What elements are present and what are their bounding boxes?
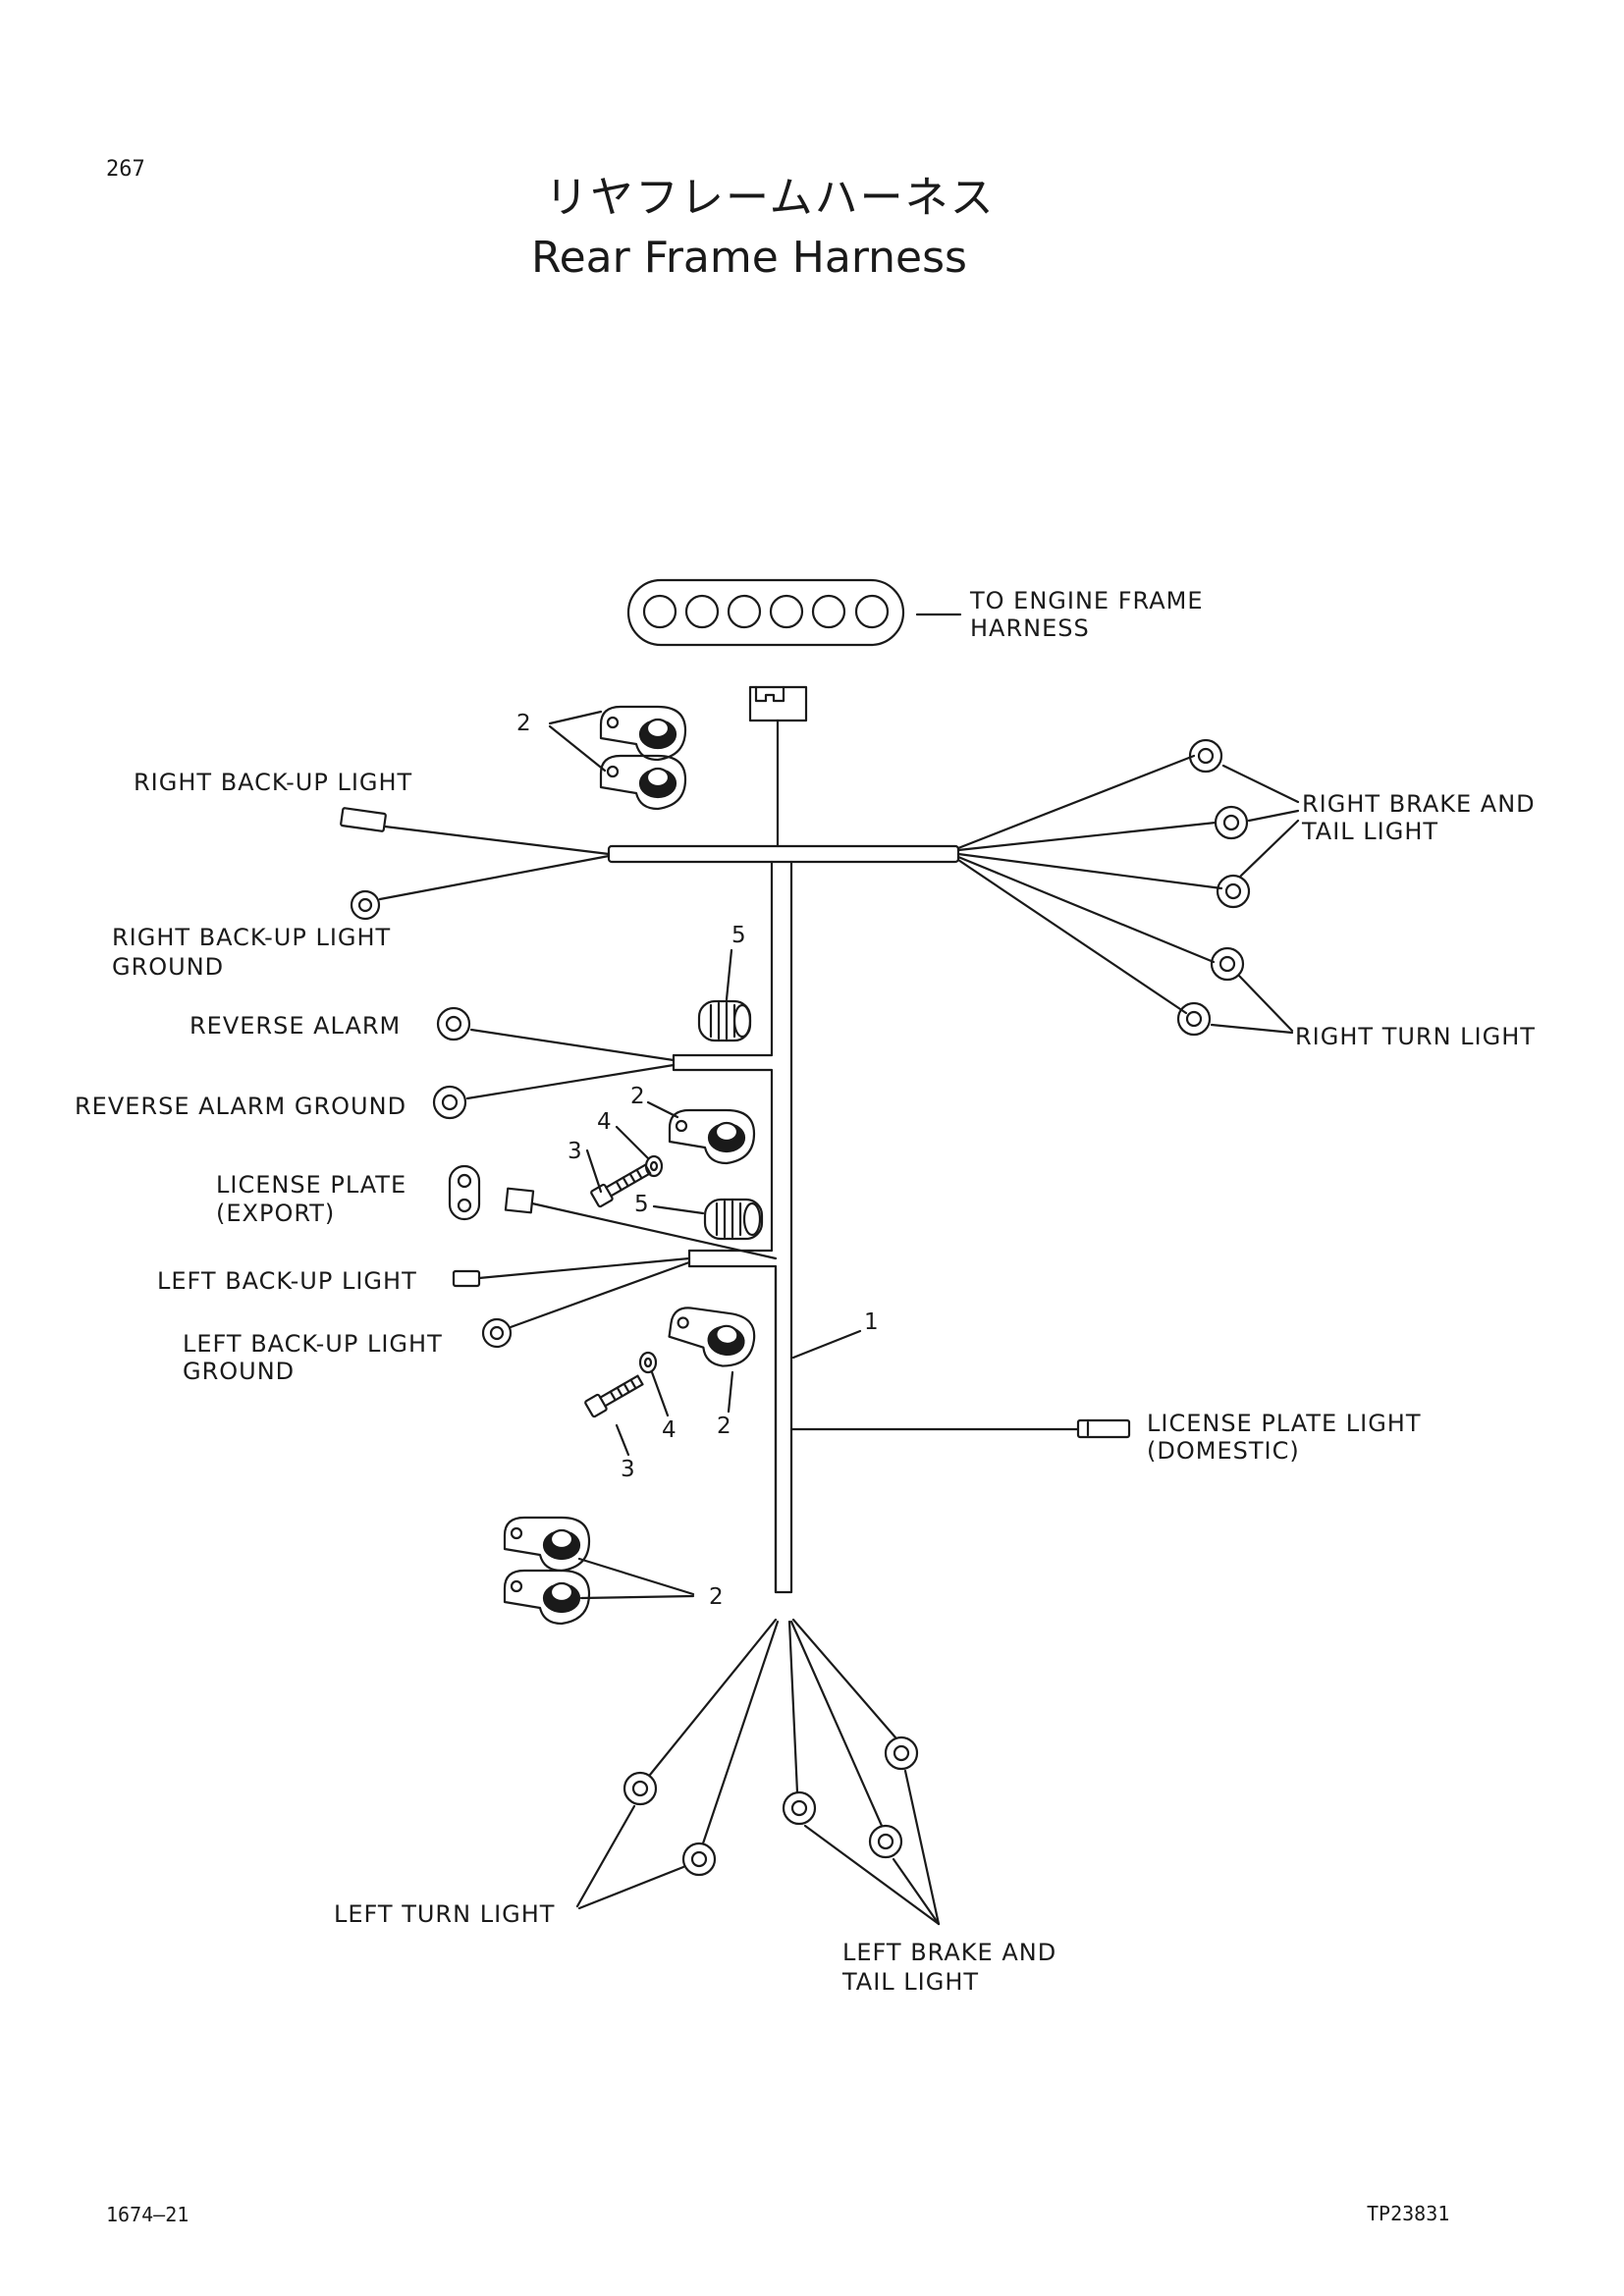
label-left-backup-ground-1: LEFT BACK-UP LIGHT [183, 1330, 443, 1358]
title-english: Rear Frame Harness [531, 233, 967, 283]
footer-left-code: 1674–21 [106, 2203, 189, 2226]
footer-right-code: TP23831 [1367, 2202, 1450, 2225]
callout-item-4-lower: 4 [662, 1417, 677, 1443]
label-license-plate-export-2: (EXPORT) [216, 1200, 336, 1227]
grommet-parts [654, 950, 762, 1239]
reverse-alarm-terminals [434, 1008, 674, 1118]
label-right-backup-light: RIGHT BACK-UP LIGHT [134, 769, 413, 796]
right-backup-ground-terminal [352, 856, 609, 919]
right-light-wires [958, 740, 1298, 1035]
label-right-brake-2: TAIL LIGHT [1302, 818, 1439, 845]
callout-item-1: 1 [864, 1309, 879, 1335]
label-left-turn-light: LEFT TURN LIGHT [334, 1900, 556, 1928]
callout-item-2-bottom: 2 [709, 1584, 724, 1610]
junction-connector [750, 687, 806, 846]
label-left-backup-light: LEFT BACK-UP LIGHT [157, 1267, 417, 1295]
title-japanese: リヤフレームハーネス [545, 173, 996, 223]
label-license-plate-light-1: LICENSE PLATE LIGHT [1147, 1410, 1422, 1437]
callout-item-2-top: 2 [516, 711, 531, 736]
license-plate-export-connector [450, 1166, 776, 1258]
clamp-parts [505, 707, 757, 1624]
callout-item-3-lower: 3 [621, 1457, 635, 1482]
callout-item-3-upper: 3 [568, 1139, 582, 1164]
label-right-backup-ground-2: GROUND [112, 953, 225, 981]
left-light-wires [577, 1620, 939, 1924]
callout-item-5-lower: 5 [634, 1192, 649, 1217]
right-backup-light-connector [341, 808, 609, 854]
label-left-brake-1: LEFT BRAKE AND [842, 1939, 1057, 1966]
label-to-engine-frame-2: HARNESS [970, 614, 1090, 642]
label-reverse-alarm-ground: REVERSE ALARM GROUND [75, 1093, 407, 1120]
label-right-turn-light: RIGHT TURN LIGHT [1295, 1023, 1536, 1050]
label-to-engine-frame-1: TO ENGINE FRAME [970, 587, 1204, 614]
left-backup-light-connector [454, 1258, 689, 1347]
callout-item-4-upper: 4 [597, 1109, 612, 1135]
label-reverse-alarm: REVERSE ALARM [189, 1012, 402, 1040]
callout-item-5-upper: 5 [731, 923, 746, 948]
label-left-brake-2: TAIL LIGHT [842, 1968, 980, 1996]
engine-frame-connector [628, 580, 960, 645]
bolt-washer-parts [585, 1127, 669, 1455]
main-harness-trunk [609, 846, 1129, 1592]
label-right-backup-ground-1: RIGHT BACK-UP LIGHT [112, 924, 392, 951]
page-number: 267 [106, 157, 145, 182]
label-license-plate-light-2: (DOMESTIC) [1147, 1437, 1300, 1465]
label-license-plate-export-1: LICENSE PLATE [216, 1171, 407, 1199]
callout-item-2-middle: 2 [630, 1084, 645, 1109]
label-right-brake-1: RIGHT BRAKE AND [1302, 790, 1536, 818]
callout-item-2-lower: 2 [717, 1414, 731, 1439]
label-left-backup-ground-2: GROUND [183, 1358, 296, 1385]
